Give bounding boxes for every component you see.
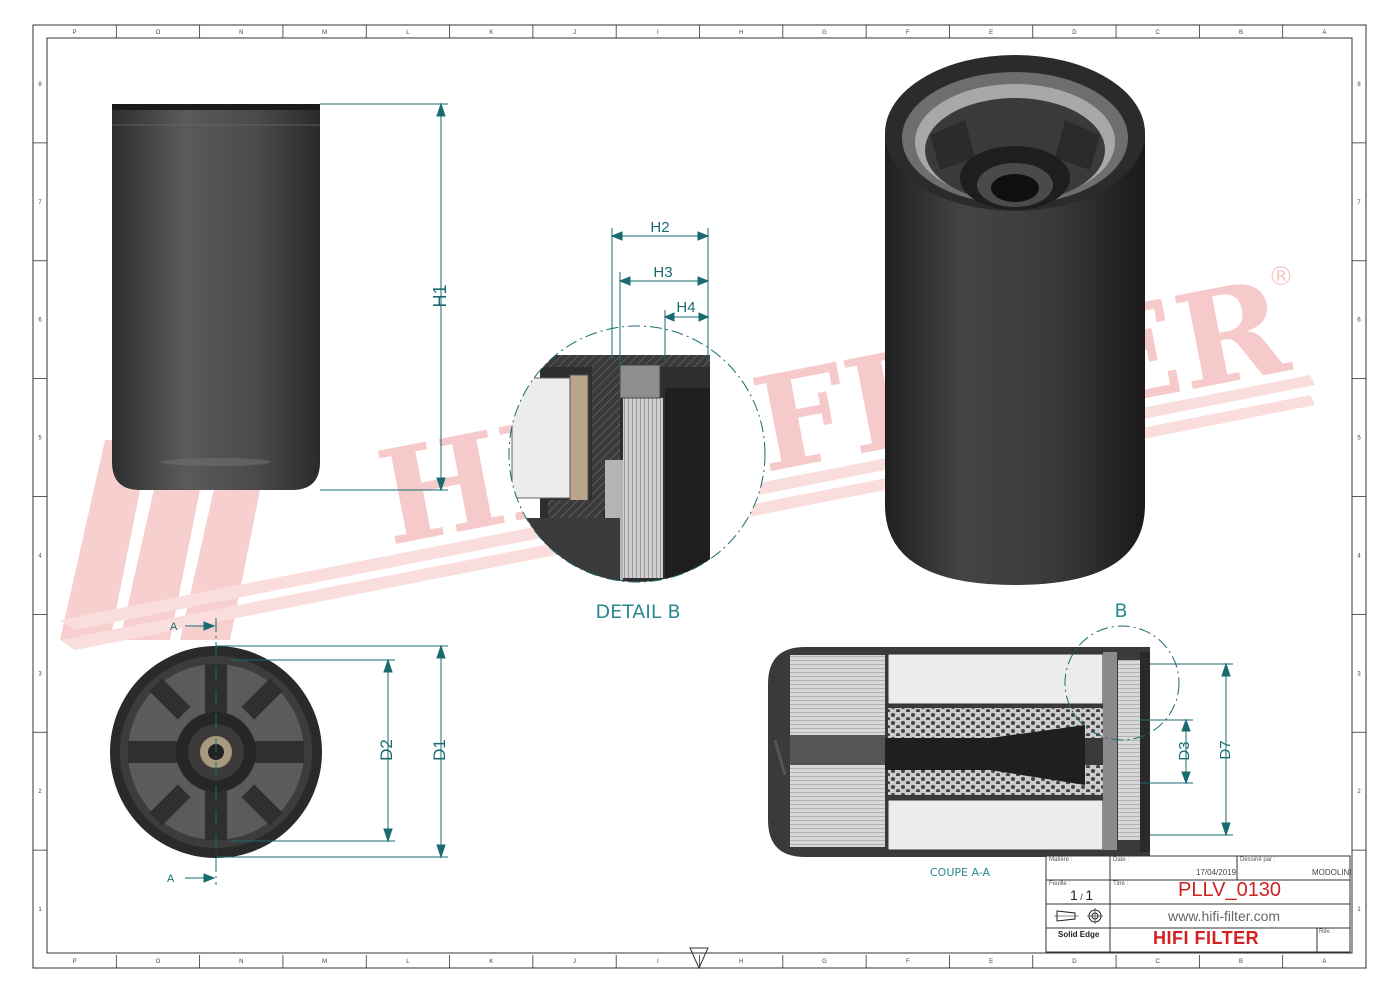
zone-row-label: 6 bbox=[1357, 318, 1361, 324]
software-label: Solid Edge bbox=[1058, 930, 1100, 939]
zone-row-label: 8 bbox=[1357, 82, 1361, 88]
zone-column-label: K bbox=[489, 959, 493, 965]
date-label: Date : bbox=[1113, 857, 1130, 863]
border-zone-labels: P P O O N N M M L L K K J J I I H H G G F F E E D D C C B B A A 8 8 7 7 6 6 5 5… bbox=[33, 25, 1366, 968]
title-block-frame bbox=[1045, 855, 1351, 953]
dimension-d1 bbox=[216, 644, 448, 859]
section-line-a bbox=[185, 618, 217, 885]
dimension-h4 bbox=[663, 310, 710, 360]
dimension-d2 bbox=[230, 658, 395, 843]
detail-b-callout bbox=[1064, 625, 1180, 741]
watermark-registered-mark: ® bbox=[1268, 262, 1294, 292]
zone-row-label: 1 bbox=[1357, 907, 1361, 913]
detail-b-ref: B bbox=[1114, 600, 1127, 622]
dimension-d7 bbox=[1150, 662, 1233, 837]
zone-row-label: 6 bbox=[38, 318, 42, 324]
zone-column-label: P bbox=[73, 959, 77, 965]
dimension-label-d7: D7 bbox=[1217, 740, 1234, 759]
isometric-view bbox=[885, 55, 1145, 585]
scale-denominator: 1 bbox=[1085, 887, 1094, 903]
website-url: www.hifi-filter.com bbox=[1168, 908, 1281, 924]
zone-column-label: B bbox=[1239, 30, 1243, 36]
zone-row-label: 5 bbox=[38, 436, 42, 442]
zone-column-label: A bbox=[1322, 30, 1326, 36]
zone-column-label: J bbox=[573, 30, 576, 36]
section-a-a-label: COUPE A-A bbox=[930, 866, 990, 879]
dimension-h2 bbox=[610, 228, 710, 360]
dessine-label: Dessiné par : bbox=[1240, 857, 1276, 863]
dimension-label-d2: D2 bbox=[377, 739, 396, 761]
zone-column-label: C bbox=[1156, 30, 1161, 36]
zone-row-label: 2 bbox=[1357, 789, 1361, 795]
zone-column-label: L bbox=[406, 30, 410, 36]
projection-symbol-icon bbox=[1053, 907, 1107, 925]
dimension-label-h4: H4 bbox=[676, 299, 695, 316]
zone-row-label: 2 bbox=[38, 789, 42, 795]
front-view bbox=[112, 104, 320, 490]
zone-column-label: D bbox=[1072, 959, 1077, 965]
zone-column-label: A bbox=[1322, 959, 1326, 965]
zone-column-label: I bbox=[657, 959, 659, 965]
zone-column-label: O bbox=[156, 30, 161, 36]
zone-column-label: E bbox=[989, 30, 993, 36]
dimension-label-d3: D3 bbox=[1176, 741, 1193, 760]
zone-row-label: 3 bbox=[1357, 671, 1361, 677]
zone-column-label: N bbox=[239, 30, 243, 36]
scale: 1 / 1 bbox=[1070, 887, 1093, 903]
zone-column-label: H bbox=[739, 959, 743, 965]
dimension-label-h2: H2 bbox=[650, 219, 669, 236]
detail-b-label: DETAIL B bbox=[595, 601, 680, 623]
scale-separator: / bbox=[1077, 892, 1086, 902]
zone-column-label: M bbox=[322, 30, 327, 36]
zone-row-label: 4 bbox=[1357, 553, 1361, 559]
zone-row-label: 5 bbox=[1357, 436, 1361, 442]
section-a-a-view bbox=[768, 647, 1150, 857]
zone-row-label: 1 bbox=[38, 907, 42, 913]
zone-column-label: B bbox=[1239, 959, 1243, 965]
brand-name: HIFI FILTER bbox=[1153, 928, 1260, 948]
zone-row-label: 3 bbox=[38, 671, 42, 677]
date-value: 17/04/2019 bbox=[1196, 868, 1237, 877]
section-marker-top: A bbox=[170, 621, 178, 633]
dimension-label-h1: H1 bbox=[430, 284, 450, 307]
zone-column-label: E bbox=[989, 959, 993, 965]
zone-column-label: F bbox=[906, 959, 910, 965]
zone-column-label: O bbox=[156, 959, 161, 965]
zone-column-label: I bbox=[657, 30, 659, 36]
section-marker-bottom: A bbox=[167, 873, 175, 885]
zone-column-label: D bbox=[1072, 30, 1077, 36]
dimension-h1 bbox=[320, 102, 448, 492]
zone-column-label: H bbox=[739, 30, 743, 36]
dimension-d3 bbox=[1140, 718, 1193, 785]
zone-column-label: K bbox=[489, 30, 493, 36]
matiere-label: Matière : bbox=[1049, 857, 1073, 863]
zone-column-label: F bbox=[906, 30, 910, 36]
watermark-text: HIFI FILTER bbox=[367, 250, 1300, 576]
zone-column-label: G bbox=[822, 30, 827, 36]
zone-column-label: N bbox=[239, 959, 243, 965]
zone-row-label: 7 bbox=[38, 200, 42, 206]
zone-row-label: 8 bbox=[38, 82, 42, 88]
zone-column-label: C bbox=[1156, 959, 1161, 965]
dessine-value: MODOLINI bbox=[1312, 868, 1352, 877]
zone-column-label: P bbox=[73, 30, 77, 36]
dimension-label-d1: D1 bbox=[430, 739, 449, 761]
zone-column-label: G bbox=[822, 959, 827, 965]
dimension-h3 bbox=[618, 272, 710, 365]
titre-label: Titre : bbox=[1113, 881, 1129, 887]
revision-label: Rév. : bbox=[1319, 929, 1335, 935]
zone-row-label: 7 bbox=[1357, 200, 1361, 206]
scale-numerator: 1 bbox=[1070, 887, 1078, 903]
zone-column-label: L bbox=[406, 959, 410, 965]
centering-mark bbox=[689, 947, 709, 970]
zone-column-label: M bbox=[322, 959, 327, 965]
model-number: PLLV_0130 bbox=[1178, 879, 1282, 901]
detail-b-view bbox=[508, 325, 766, 583]
zone-column-label: J bbox=[573, 959, 576, 965]
dimension-label-h3: H3 bbox=[653, 264, 672, 281]
feuille-label: Feuille : bbox=[1049, 881, 1071, 887]
zone-row-label: 4 bbox=[38, 553, 42, 559]
